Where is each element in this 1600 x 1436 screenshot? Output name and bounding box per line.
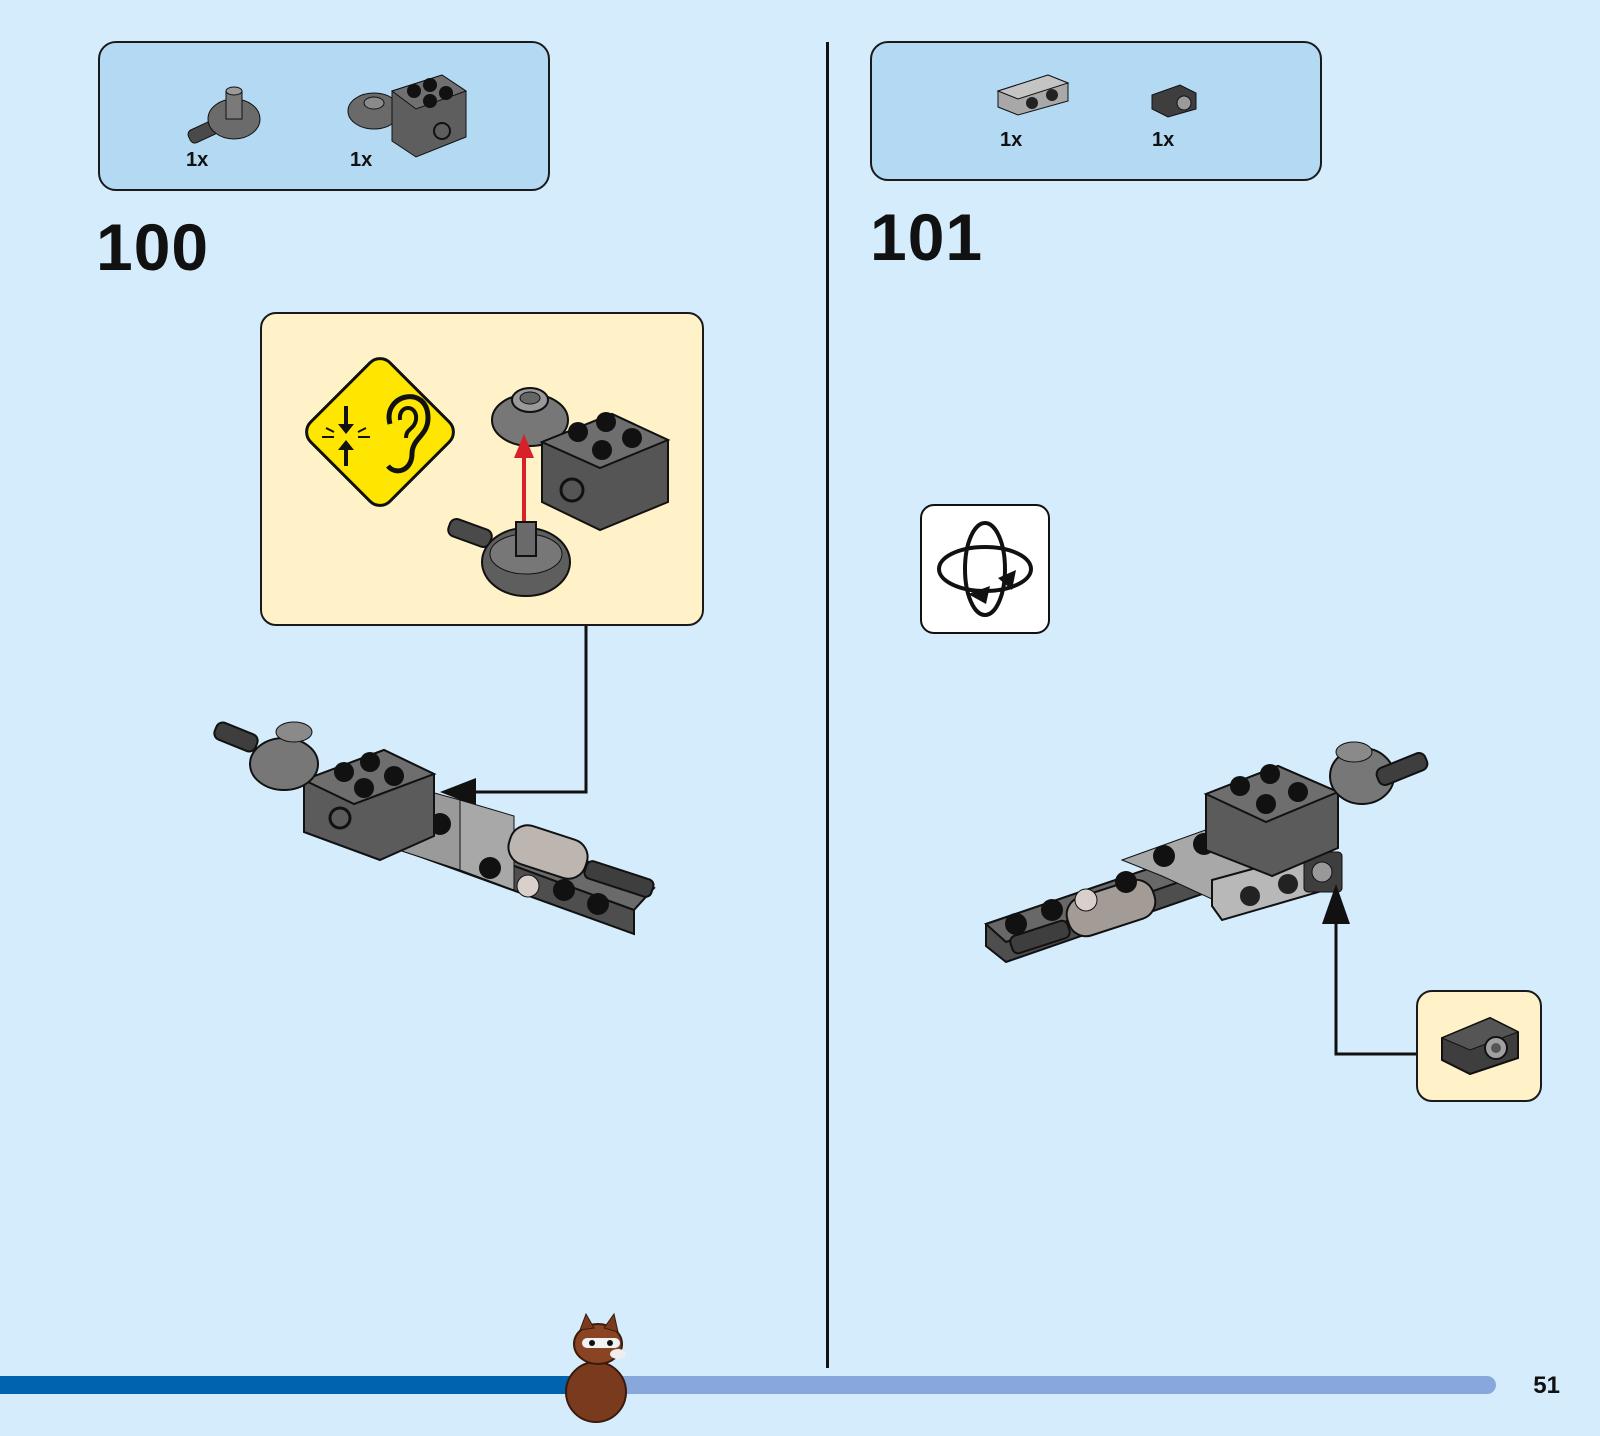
parts-list-step-101: 1x 1x xyxy=(870,41,1322,181)
clip-bracket-icon xyxy=(1150,83,1198,119)
step-number: 100 xyxy=(96,214,209,280)
assembled-model-step-100 xyxy=(214,720,674,980)
bracket-plate-icon xyxy=(996,73,1070,117)
part-quantity: 1x xyxy=(1000,129,1022,152)
rotate-model-icon xyxy=(932,516,1038,622)
ear-icon xyxy=(376,384,436,480)
parts-list-step-100: 1x 1x xyxy=(98,41,550,191)
part-quantity: 1x xyxy=(350,149,372,172)
part-highlight-callout xyxy=(1416,990,1542,1102)
sub-assembly-callout xyxy=(260,312,704,626)
page-number: 51 xyxy=(1533,1372,1560,1400)
raccoon-mascot-icon xyxy=(556,1314,636,1424)
clip-bracket-icon xyxy=(1440,1014,1520,1076)
page-divider xyxy=(826,42,829,1368)
callout-pointer-arrow xyxy=(1318,884,1418,1058)
part-quantity: 1x xyxy=(1152,129,1174,152)
step-number: 101 xyxy=(870,204,983,270)
ball-joint-socket-icon xyxy=(442,510,572,610)
progress-bar-fill xyxy=(0,1376,583,1394)
part-quantity: 1x xyxy=(186,149,208,172)
rotate-model-indicator xyxy=(920,504,1050,634)
